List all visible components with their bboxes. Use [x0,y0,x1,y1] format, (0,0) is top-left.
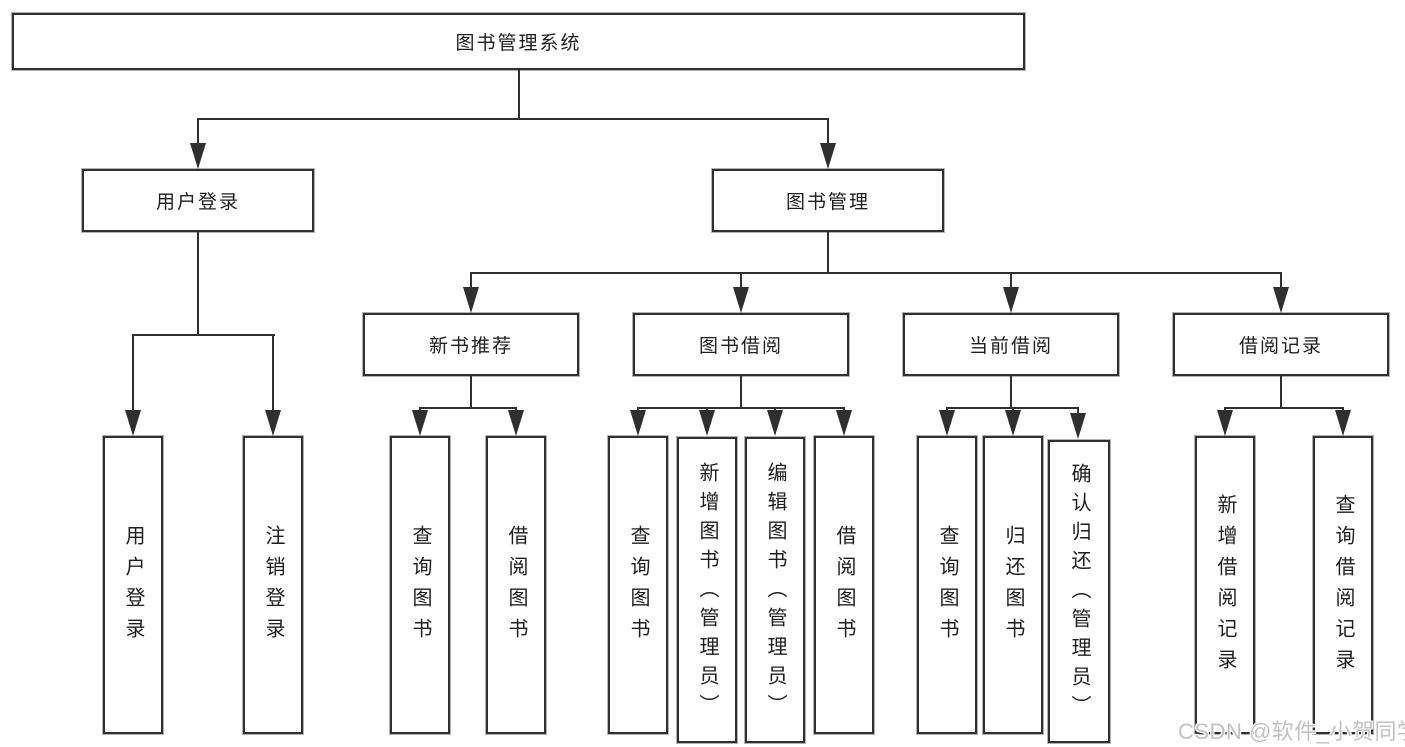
arrow-down-icon [836,410,852,436]
arrow-down-icon [1273,287,1289,313]
node-book-management: 图书管理 [712,169,944,232]
arrow-down-icon [1005,410,1021,436]
connector-line [827,232,829,274]
connector-line [740,376,742,409]
arrow-down-icon [767,410,783,436]
connector-line [132,334,275,336]
leaf-return-books: 归还图书 [983,436,1043,734]
arrow-down-icon [820,143,836,169]
connector-line [518,70,520,120]
arrow-down-icon [1217,410,1233,436]
connector-line [1010,274,1012,290]
connector-line [740,274,742,290]
node-new-book-recommend: 新书推荐 [363,313,579,376]
connector-line [1224,407,1344,409]
leaf-borrow-books-recommend: 借阅图书 [486,436,546,734]
arrow-down-icon [508,410,524,436]
connector-line [1280,376,1282,409]
connector-line [197,120,199,146]
connector-line [827,120,829,146]
leaf-user-login: 用户登录 [103,436,163,734]
leaf-edit-books-admin: 编辑图书（管理员） [745,437,805,743]
connector-line [197,118,829,120]
leaf-query-books-current: 查询图书 [917,436,977,734]
leaf-logout: 注销登录 [243,436,303,734]
connector-line [946,407,1079,409]
connector-line [272,336,274,414]
arrow-down-icon [939,410,955,436]
connector-line [637,407,845,409]
connector-line [1010,376,1012,409]
arrow-down-icon [1335,410,1351,436]
node-library-management-system: 图书管理系统 [12,13,1025,70]
connector-line [1280,274,1282,290]
arrow-down-icon [463,287,479,313]
node-book-borrowing: 图书借阅 [633,313,849,376]
arrow-down-icon [699,410,715,436]
arrow-down-icon [630,410,646,436]
leaf-query-borrow-record: 查询借阅记录 [1313,436,1373,734]
arrow-down-icon [265,410,281,436]
arrow-down-icon [1070,413,1086,439]
connector-line [470,272,1282,274]
connector-line [419,407,517,409]
leaf-confirm-return-admin: 确认归还（管理员） [1048,440,1110,743]
arrow-down-icon [1003,287,1019,313]
arrow-down-icon [733,287,749,313]
node-current-borrowing: 当前借阅 [903,313,1119,376]
arrow-down-icon [190,143,206,169]
watermark: CSDN @软件_小贺同学 [1178,719,1405,744]
leaf-query-books-borrowing: 查询图书 [608,436,668,734]
node-borrowing-records: 借阅记录 [1173,313,1389,376]
arrow-down-icon [125,410,141,436]
leaf-borrow-books-borrowing: 借阅图书 [814,436,874,734]
arrow-down-icon [412,410,428,436]
connector-line [470,274,472,290]
connector-line [132,336,134,414]
leaf-add-borrow-record: 新增借阅记录 [1195,436,1255,734]
connector-line [197,232,199,336]
connector-line [470,376,472,409]
leaf-query-books-recommend: 查询图书 [390,436,450,734]
node-user-login: 用户登录 [82,169,314,232]
leaf-add-books-admin: 新增图书（管理员） [677,437,737,743]
